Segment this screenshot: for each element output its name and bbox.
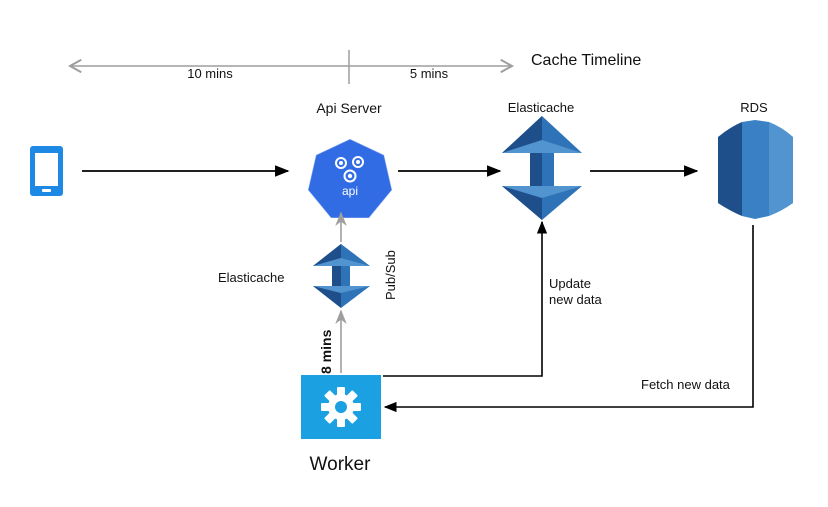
elasticache-main-label: Elasticache bbox=[507, 100, 575, 115]
cache-timeline bbox=[67, 50, 515, 84]
timeline-title: Cache Timeline bbox=[531, 52, 642, 69]
api-server-label: Api Server bbox=[316, 100, 382, 116]
timeline-right-label: 5 mins bbox=[409, 66, 449, 81]
update-new-data-label: Update new data bbox=[549, 276, 602, 307]
edge-worker-to-cache bbox=[383, 220, 548, 377]
rds-icon bbox=[718, 120, 793, 219]
fetch-new-data-label: Fetch new data bbox=[641, 377, 730, 392]
pubsub-side-label: Pub/Sub bbox=[383, 250, 398, 300]
api-icon-text: api bbox=[342, 184, 358, 198]
worker-label: Worker bbox=[309, 454, 371, 475]
edge-rds-to-worker bbox=[383, 225, 754, 413]
elasticache-pubsub-icon bbox=[313, 244, 370, 308]
rds-label: RDS bbox=[740, 100, 768, 115]
worker-icon bbox=[301, 375, 381, 439]
elasticache-main-icon bbox=[502, 116, 582, 220]
worker-interval-label: 8 mins bbox=[318, 329, 334, 374]
timeline-left-label: 10 mins bbox=[187, 66, 233, 81]
mobile-device-icon bbox=[30, 146, 63, 196]
elasticache-pubsub-label: Elasticache bbox=[218, 270, 285, 285]
api-server-icon: api bbox=[307, 138, 393, 219]
